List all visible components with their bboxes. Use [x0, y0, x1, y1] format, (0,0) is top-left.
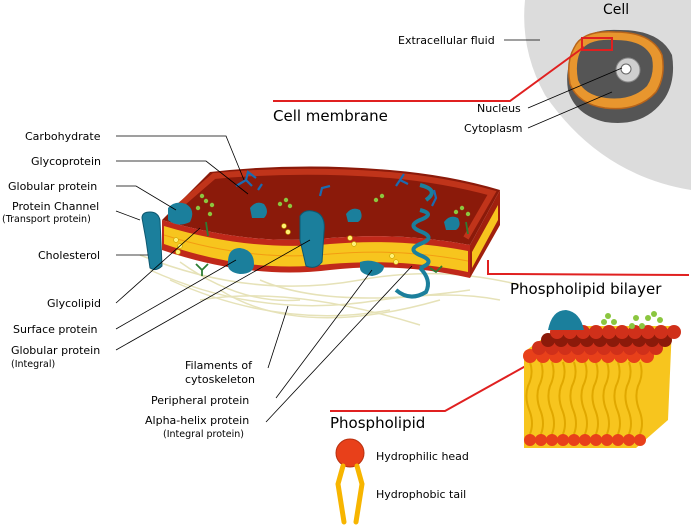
protein-channel-shape	[141, 211, 163, 271]
phospholipid-head	[535, 434, 547, 446]
bilayer-leader	[487, 260, 690, 276]
nucleolus-shape	[620, 63, 632, 75]
bilayer-glycolipids	[601, 311, 663, 329]
phospholipid-tail	[635, 361, 643, 435]
phospholipid-bilayer-label: Phospholipid bilayer	[510, 280, 662, 298]
cytoplasm-area	[576, 39, 653, 99]
phospholipid-head	[634, 434, 646, 446]
phospholipid-leader	[330, 357, 541, 412]
filaments-label-1: Filaments of	[185, 359, 253, 372]
phospholipid-legend	[335, 438, 365, 525]
phospholipid-head	[601, 434, 613, 446]
bilayer-heads-bottom	[524, 434, 646, 446]
phospholipid-head	[524, 434, 536, 446]
cell-membrane-label: Cell membrane	[273, 107, 388, 125]
globular-protein-bottom-label: Globular protein	[11, 344, 100, 357]
cholesterol-label: Cholesterol	[38, 249, 100, 262]
glycolipid-groups	[195, 193, 471, 217]
carbohydrate-label: Carbohydrate	[25, 130, 101, 143]
bilayer-tails	[525, 361, 643, 435]
leader-lines	[115, 39, 623, 423]
small-protein-2	[346, 208, 362, 222]
membrane-slab	[139, 166, 521, 326]
phospholipid-head	[546, 434, 558, 446]
cytoplasm-label: Cytoplasm	[464, 122, 522, 135]
membrane-top-surface	[162, 166, 500, 245]
membrane-top-heads	[168, 168, 497, 240]
extracellular-fluid-label: Extracellular fluid	[398, 34, 495, 47]
phospholipid-head	[602, 325, 616, 339]
transport-protein-label: (Transport protein)	[2, 214, 91, 225]
protein-channel-label: Protein Channel	[12, 200, 99, 213]
bilayer-block	[523, 310, 681, 448]
carbohydrate-chains	[235, 170, 438, 207]
phospholipid-head	[589, 325, 603, 339]
hydrophilic-head-label: Hydrophilic head	[376, 450, 469, 463]
phospholipid-head	[523, 349, 537, 363]
hydrophobic-tail-icon	[335, 463, 365, 525]
phospholipid-head	[623, 434, 635, 446]
phospholipid-head	[667, 325, 681, 339]
cell-membrane-leader	[273, 46, 585, 102]
globular-protein-top-label: Globular protein	[8, 180, 97, 193]
phospholipid-label: Phospholipid	[330, 414, 425, 432]
small-protein-1	[250, 202, 267, 218]
phospholipid-tail	[580, 361, 588, 435]
phospholipid-head	[612, 434, 624, 446]
filaments-label-2: cytoskeleton	[185, 373, 255, 386]
peripheral-protein-shape	[360, 260, 384, 276]
glycolipid-stems	[195, 221, 469, 276]
cholesterol-shapes	[173, 223, 399, 265]
phospholipid-head	[541, 333, 555, 347]
phospholipid-head	[641, 325, 655, 339]
phospholipid-tail	[591, 361, 599, 435]
hydrophobic-tail-label: Hydrophobic tail	[376, 488, 466, 501]
surface-protein-label: Surface protein	[13, 323, 98, 336]
phospholipid-head	[568, 434, 580, 446]
phospholipid-tail	[624, 361, 632, 435]
phospholipid-head	[579, 434, 591, 446]
phospholipid-head	[590, 434, 602, 446]
globular-protein-top-shape	[168, 202, 193, 225]
cell-inset	[524, 0, 691, 190]
membrane-right-core	[472, 205, 498, 268]
phospholipid-tail	[602, 361, 610, 435]
glycoprotein-label: Glycoprotein	[31, 155, 101, 168]
phospholipid-tail	[536, 361, 544, 435]
bilayer-protein	[548, 310, 584, 330]
peripheral-protein-label: Peripheral protein	[151, 394, 249, 407]
phospholipid-head	[615, 325, 629, 339]
hydrophilic-head-icon	[335, 438, 365, 468]
phospholipid-tail	[613, 361, 621, 435]
phospholipid-head	[557, 434, 569, 446]
alpha-helix-label: Alpha-helix protein	[145, 414, 249, 427]
phospholipid-tail	[569, 361, 577, 435]
cell-title: Cell	[603, 2, 629, 18]
phospholipid-head	[532, 341, 546, 355]
phospholipid-tail	[525, 361, 533, 435]
integral-protein-label: (Integral protein)	[163, 429, 244, 440]
surface-protein-shape	[227, 248, 254, 274]
phospholipid-tail	[558, 361, 566, 435]
phospholipid-head	[654, 325, 668, 339]
globular-integral-protein-shape	[299, 210, 325, 268]
integral-label: (Integral)	[11, 359, 55, 370]
phospholipid-tail	[547, 361, 555, 435]
glycolipid-label: Glycolipid	[47, 297, 101, 310]
bilayer-heads-top	[523, 325, 681, 363]
zoom-box	[581, 37, 613, 51]
nucleus-label: Nucleus	[477, 102, 521, 115]
small-protein-3	[444, 216, 460, 230]
alpha-helix-shape	[394, 183, 434, 299]
